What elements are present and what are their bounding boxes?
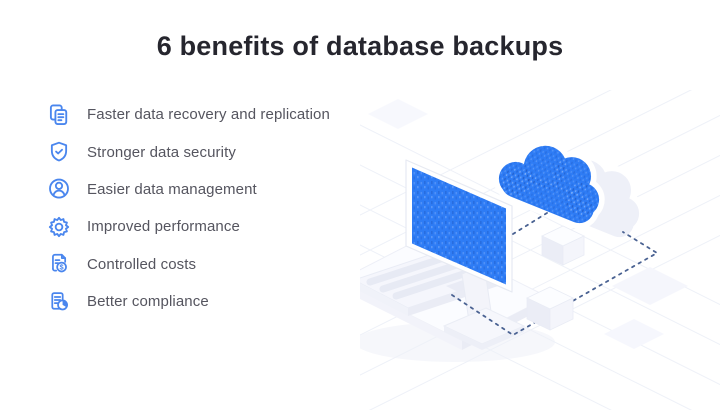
document-dollar-icon: $ — [52, 254, 67, 273]
binary-data-cloud — [493, 140, 605, 229]
benefit-item-security: Stronger data security — [46, 133, 330, 170]
benefit-item-compliance: Better compliance — [46, 283, 330, 320]
benefit-label: Faster data recovery and replication — [87, 106, 330, 124]
user-circle-icon — [49, 179, 69, 199]
document-piechart-icon — [51, 291, 68, 310]
dashed-sync-path — [451, 212, 659, 337]
floor-tiles — [368, 99, 688, 349]
storage-cubes — [526, 225, 585, 331]
cube-a — [541, 225, 585, 266]
benefit-item-costs: $ Controlled costs — [46, 246, 330, 283]
benefit-item-performance: Improved performance — [46, 208, 330, 245]
cube-b — [526, 286, 574, 331]
shield-check-icon — [50, 141, 68, 162]
copy-documents-icon — [49, 104, 68, 125]
gear-icon — [48, 216, 70, 237]
page-title: 6 benefits of database backups — [156, 31, 564, 61]
svg-text:$: $ — [60, 263, 64, 272]
benefit-label: Easier data management — [87, 180, 257, 198]
backup-illustration — [360, 90, 720, 410]
benefits-list: Faster data recovery and replication Str… — [46, 96, 330, 320]
laptop-with-binary-screen — [405, 159, 513, 293]
benefit-label: Controlled costs — [87, 255, 197, 273]
benefit-item-recovery: Faster data recovery and replication — [46, 96, 330, 133]
benefit-label: Improved performance — [87, 218, 240, 236]
benefit-label: Stronger data security — [87, 143, 236, 161]
benefit-item-management: Easier data management — [46, 171, 330, 208]
benefit-label: Better compliance — [87, 293, 209, 311]
